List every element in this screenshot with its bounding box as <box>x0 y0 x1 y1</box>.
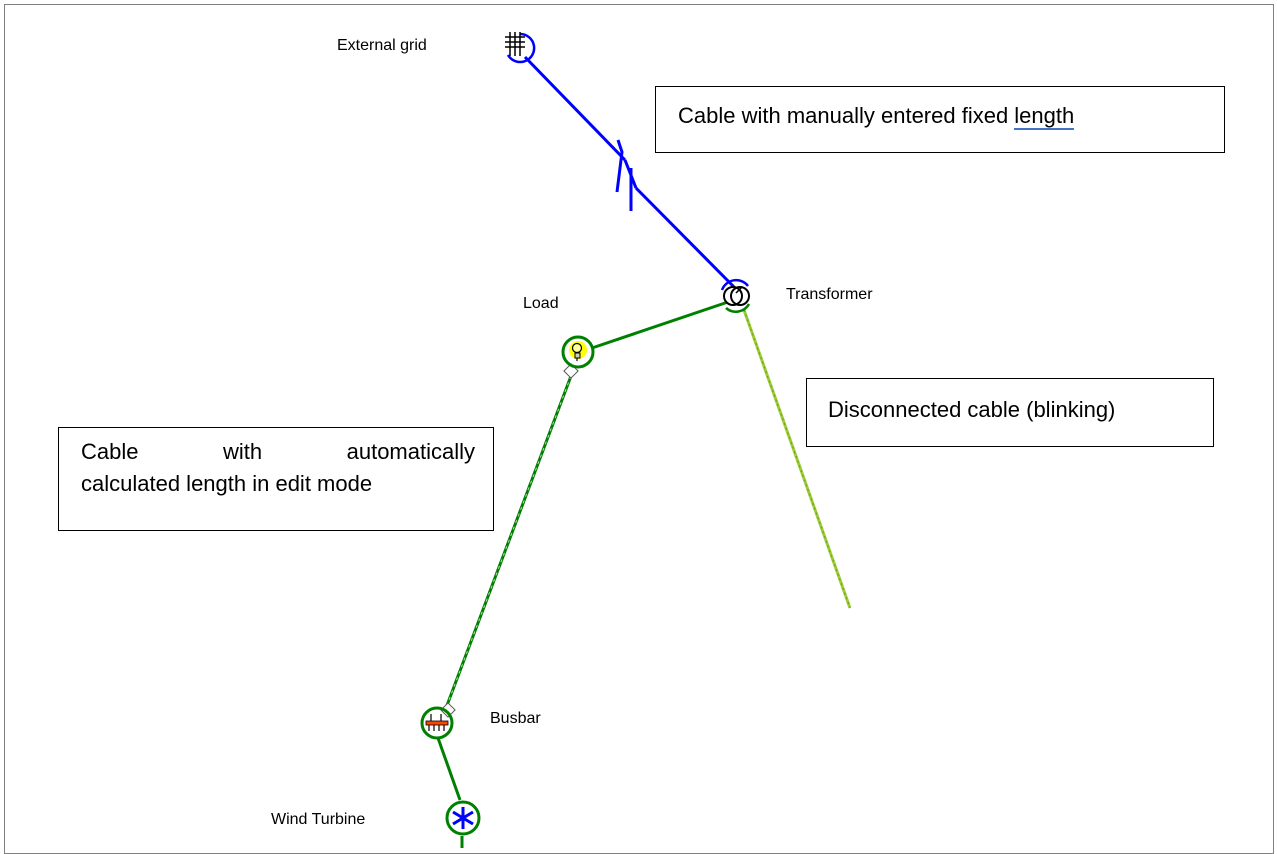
callout-auto-word: with <box>222 439 263 464</box>
wind-turbine-node[interactable] <box>445 800 481 836</box>
transformer-label: Transformer <box>786 286 873 303</box>
cable-busbar-to-turbine[interactable] <box>436 737 462 801</box>
callout-auto-line1: Cable with automatically <box>81 436 475 468</box>
load-label: Load <box>523 295 559 312</box>
cable-grid-to-transformer[interactable] <box>523 55 739 292</box>
busbar-node[interactable] <box>420 706 454 740</box>
bulb-icon <box>569 341 587 361</box>
transformer-icon <box>723 286 750 306</box>
callout-auto-line2: calculated length in edit mode <box>81 471 373 496</box>
external-grid-label: External grid <box>337 37 427 54</box>
disconnected-cable[interactable] <box>742 309 852 609</box>
callout-auto-word: Cable <box>81 439 139 464</box>
transformer-node[interactable] <box>720 278 751 313</box>
callout-fixed-length-underlined: length <box>1014 103 1075 130</box>
callout-disconnected: Disconnected cable (blinking) <box>806 378 1214 447</box>
callout-auto-length: Cable with automatically calculated leng… <box>58 427 494 531</box>
busbar-icon <box>425 714 449 731</box>
cable-load-to-busbar[interactable] <box>440 363 579 718</box>
cable-transformer-to-load[interactable] <box>591 300 729 350</box>
callout-fixed-length: Cable with manually entered fixed length <box>655 86 1225 153</box>
edit-handle-bottom-icon[interactable] <box>440 702 456 718</box>
external-grid-node[interactable] <box>505 32 536 64</box>
callout-disconnected-text: Disconnected cable (blinking) <box>828 397 1116 422</box>
load-node[interactable] <box>561 335 595 369</box>
turbine-icon <box>452 807 474 829</box>
wind-turbine-label: Wind Turbine <box>271 811 366 828</box>
callout-auto-word: automatically <box>346 439 475 464</box>
cable-joint-left-icon <box>615 139 624 193</box>
grid-icon <box>505 32 525 56</box>
busbar-label: Busbar <box>490 710 541 727</box>
callout-fixed-length-text: Cable with manually entered fixed <box>678 103 1015 128</box>
